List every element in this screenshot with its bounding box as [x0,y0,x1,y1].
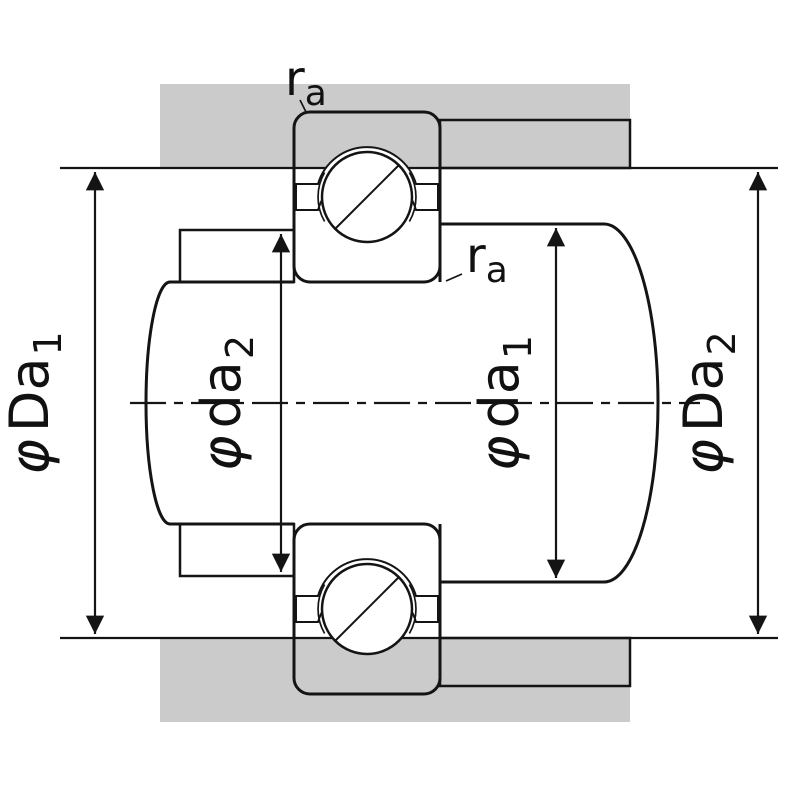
label-dim-Da1-phi: φ [0,439,61,475]
label-dim-Da2-sub: 2 [700,331,744,355]
label-dim-da2-sub: 2 [218,335,262,359]
label-ra-top-sub: a [305,73,327,114]
label-dim-Da1-sub: 1 [26,331,70,355]
label-ra-shaft-sub: a [486,250,508,291]
label-ra-top: ra [285,51,327,114]
leader-ra-top [299,99,307,113]
bearing-top-cage-right [408,172,417,222]
bearing-top [292,110,442,284]
label-dim-da2: φ da2 [190,335,262,471]
label-dim-da1-base: da [468,361,531,428]
label-dim-da2-base: da [190,361,253,428]
leader-ra-shaft [445,273,463,282]
label-ra-shaft-base: r [466,228,486,284]
label-dim-da1-phi: φ [468,435,531,471]
label-dim-Da2-base: Da [672,357,735,432]
label-ra-top-base: r [285,51,305,107]
bearing-bottom-cage-left [317,584,326,634]
label-dim-Da2: φ Da2 [672,331,744,474]
label-dim-Da1: φ Da1 [0,331,70,474]
bearing-bottom-cage-right [408,584,417,634]
label-dim-Da2-phi: φ [672,439,735,475]
bearing-top-cage-left [317,172,326,222]
label-dim-da2-phi: φ [190,435,253,471]
bearing-top-outline [292,110,442,284]
label-ra-shaft: ra [466,228,508,291]
label-dim-Da1-base: Da [0,357,61,432]
bearing-bottom-outline [292,522,442,696]
bearing-bottom [292,522,442,696]
housing-bottom [160,638,630,722]
label-dim-da1-sub: 1 [496,335,540,359]
housing-top [160,84,630,168]
bearing-bottom-ball-section-line [334,576,400,642]
label-dim-da1: φ da1 [468,335,540,471]
bearing-top-ball-section-line [334,164,400,230]
